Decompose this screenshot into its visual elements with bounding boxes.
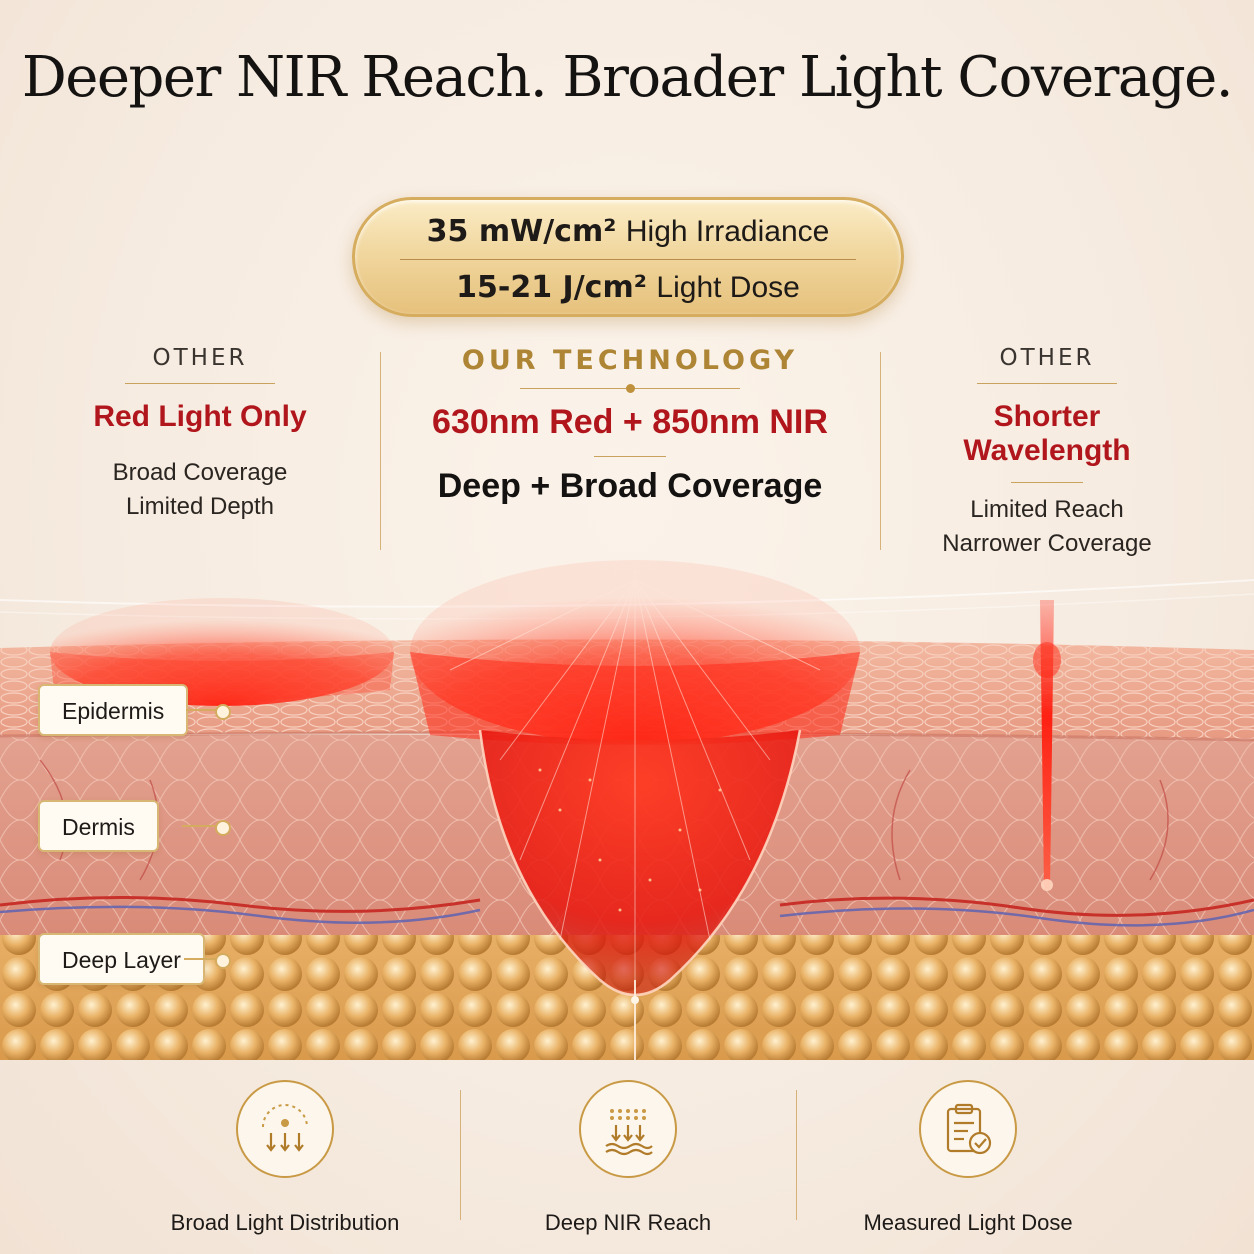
feature-divider-2	[796, 1090, 797, 1220]
irradiance-spec: 35 mW/cm² High Irradiance	[355, 214, 901, 249]
specs-badge: 35 mW/cm² High Irradiance 15-21 J/cm² Li…	[352, 197, 904, 317]
dose-value: 15-21 J/cm²	[456, 270, 647, 305]
page-headline: Deeper NIR Reach. Broader Light Coverage…	[21, 45, 1234, 110]
right-title: Shorter Wavelength	[963, 400, 1131, 467]
red-light-dome-left	[50, 598, 394, 706]
feature-label-deep-nir: Deep NIR Reach	[544, 1210, 712, 1235]
left-desc: Broad Coverage Limited Depth	[80, 456, 320, 524]
feature-label-broad: Broad Light Distribution	[170, 1210, 400, 1235]
comparison-left: OTHER Red Light Only Broad Coverage Limi…	[80, 345, 320, 524]
right-rule	[977, 383, 1117, 384]
blood-vessel-red	[0, 896, 481, 913]
irradiance-label: High Irradiance	[625, 215, 830, 248]
left-desc-line1: Broad Coverage	[112, 459, 288, 486]
right-desc-line1: Limited Reach	[970, 496, 1124, 523]
dermis-connector	[182, 820, 231, 836]
skin-cross-section	[0, 560, 1254, 1060]
comparison-center: OUR TECHNOLOGY 630nm Red + 850nm NIR Dee…	[400, 345, 860, 503]
left-tag: OTHER	[152, 345, 248, 371]
layer-label-dermis: Dermis	[38, 800, 159, 852]
right-desc-line2: Narrower Coverage	[942, 530, 1152, 557]
deep-nir-icon	[579, 1080, 677, 1178]
clipboard-check-icon	[919, 1080, 1017, 1178]
broad-distribution-icon	[236, 1080, 334, 1178]
center-rule	[520, 384, 740, 393]
center-title: 630nm Red + 850nm NIR	[432, 403, 828, 441]
feature-measured-dose: Measured Light Dose	[818, 1080, 1118, 1236]
blood-vessel-blue	[0, 905, 481, 924]
feature-deep-nir: Deep NIR Reach	[478, 1080, 778, 1236]
left-desc-line2: Limited Depth	[125, 493, 275, 520]
specs-divider	[400, 259, 856, 260]
column-divider-right	[880, 352, 881, 550]
column-divider-left	[380, 352, 381, 550]
center-tag: OUR TECHNOLOGY	[461, 345, 799, 376]
left-rule	[125, 383, 275, 384]
dose-spec: 15-21 J/cm² Light Dose	[355, 270, 901, 305]
nir-penetration-cone	[480, 730, 800, 995]
layer-label-epidermis: Epidermis	[38, 684, 189, 736]
layer-label-deep-layer: Deep Layer	[38, 933, 205, 985]
center-rule-dot	[626, 384, 635, 393]
feature-broad-distribution: Broad Light Distribution	[135, 1080, 435, 1236]
light-rays	[449, 570, 821, 1000]
center-desc: Deep + Broad Coverage	[437, 467, 823, 505]
epidermis-connector	[186, 704, 231, 720]
left-title: Red Light Only	[93, 400, 307, 433]
deep-layer-connector	[184, 953, 231, 969]
feature-label-measured-dose: Measured Light Dose	[863, 1210, 1073, 1235]
right-sub-rule	[1011, 482, 1083, 483]
irradiance-value: 35 mW/cm²	[426, 214, 617, 249]
right-tag: OTHER	[999, 345, 1095, 371]
right-desc: Limited Reach Narrower Coverage	[910, 493, 1184, 561]
center-sub-rule	[594, 456, 666, 457]
dose-label: Light Dose	[656, 271, 800, 304]
comparison-right: OTHER Shorter Wavelength Limited Reach N…	[910, 345, 1184, 561]
feature-divider-1	[460, 1090, 461, 1220]
